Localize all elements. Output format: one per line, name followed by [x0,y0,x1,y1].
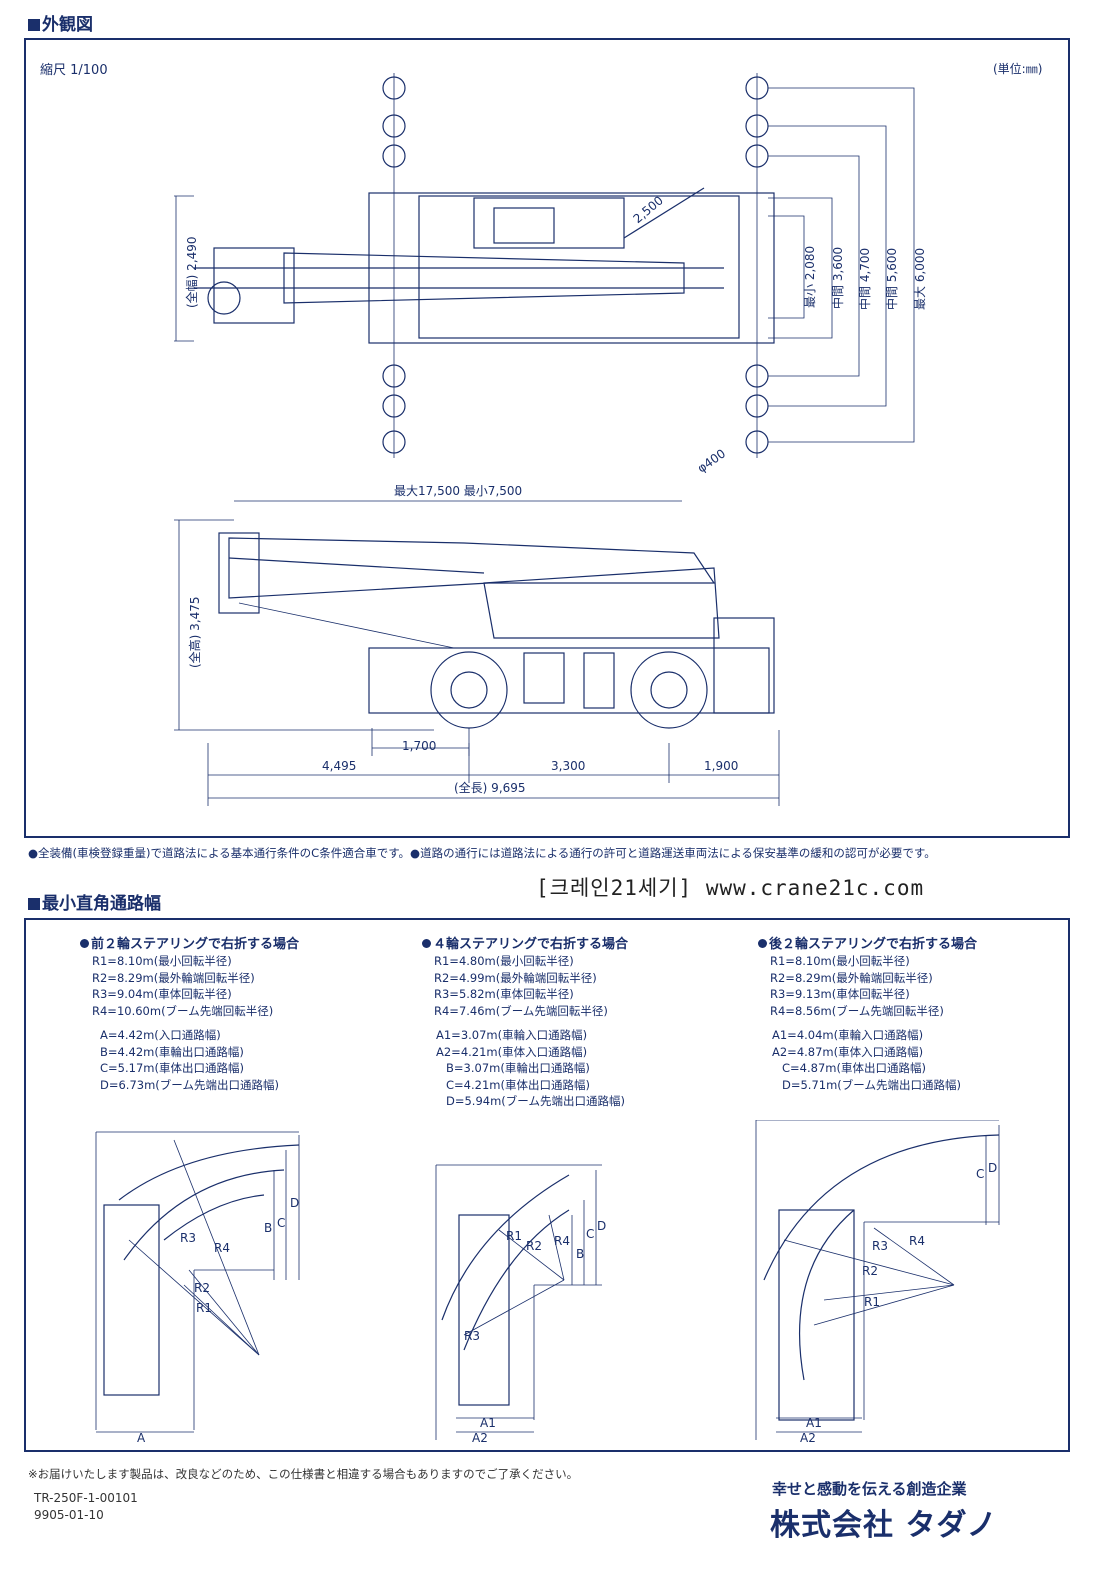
svg-text:R4: R4 [214,1241,230,1255]
dim-3300-label: 3,300 [551,759,585,773]
svg-text:B: B [264,1221,272,1235]
col3-widths: A1=4.04m(車輪入口通路幅) A2=4.87m(車体入口通路幅) C=4.… [772,1028,961,1092]
svg-text:D: D [597,1219,606,1233]
track-label-3: 中間 4,700 [857,248,872,310]
outrigger-pads-right [745,73,915,458]
scale-label: 縮尺 1/100 [40,63,108,78]
svg-text:B: B [576,1247,584,1261]
svg-text:C: C [586,1227,594,1241]
svg-text:R3: R3 [180,1231,196,1245]
date-code: 9905-01-10 [34,1508,104,1522]
unit-label: (単位:㎜) [993,62,1043,76]
diagram-rear-steer: C D R3 R4 R2 R1 A1 A2 [755,1120,1000,1445]
svg-text:R3: R3 [464,1329,480,1343]
svg-text:A2: A2 [800,1431,816,1445]
svg-text:R2: R2 [194,1281,210,1295]
doc-number: TR-250F-1-00101 [34,1491,138,1505]
svg-text:R4: R4 [554,1234,570,1248]
regulation-note: ●全装備(車検登録重量)で道路法による基本通行条件のC条件適合車です。●道路の通… [28,846,936,860]
svg-text:R4: R4 [909,1234,925,1248]
svg-text:D: D [290,1196,299,1210]
svg-text:R2: R2 [526,1239,542,1253]
disclaimer-text: ※お届けいたします製品は、改良などのため、この仕様書と相違する場合もありますので… [28,1467,579,1481]
outrigger-pads-left [382,73,406,458]
watermark-text: [크레인21세기] www.crane21c.com [536,876,925,900]
diagram-four-wheel-steer: R1 R2 R4 B C D R3 A1 A2 [435,1164,606,1445]
col2-radii: R1=4.80m(最小回転半径) R2=4.99m(最外輪端回転半径) R3=5… [434,954,608,1018]
turning-diagrams: R3 R4 R2 R1 B C D A R1 R2 R4 B C D R3 A1… [95,1120,1000,1445]
svg-text:D: D [988,1161,997,1175]
svg-text:A: A [137,1431,146,1445]
svg-text:A1: A1 [806,1416,822,1430]
dim-1700-label: 1,700 [402,739,436,753]
svg-text:C: C [976,1167,984,1181]
diag-dim-label: 2,500 [631,193,666,226]
turning-section-title: 最小直角通路幅 [28,889,161,914]
height-dim-label: (全高) 3,475 [187,596,202,668]
col3-heading: 後２輪ステアリングで右折する場合 [758,933,977,952]
col2-widths: A1=3.07m(車輪入口通路幅) A2=4.21m(車体入口通路幅) B=3.… [436,1028,625,1108]
dim-4495-label: 4,495 [322,759,356,773]
boom-length-label: 最大17,500 最小7,500 [394,484,522,498]
svg-text:R1: R1 [506,1229,522,1243]
pad-dim-label: φ400 [695,446,728,475]
track-label-4: 中間 5,600 [884,248,899,310]
top-view-drawing: (全幅) 2,490 2,500 最小 2,080 中間 3,600 中間 4,… [174,73,927,806]
col1-heading: 前２輪ステアリングで右折する場合 [80,933,299,952]
svg-text:A2: A2 [472,1431,488,1445]
company-slogan: 幸せと感動を伝える創造企業 [772,1480,967,1498]
svg-text:R1: R1 [196,1301,212,1315]
dim-1900-label: 1,900 [704,759,738,773]
appearance-section-title: 外観図 [28,10,93,35]
side-view-crane [174,500,775,731]
track-label-1: 最小 2,080 [803,246,817,308]
turning-frame [24,918,1070,1452]
svg-text:R2: R2 [862,1264,878,1278]
svg-text:R1: R1 [864,1295,880,1309]
col2-heading: ４輪ステアリングで右折する場合 [422,933,628,952]
chassis-top [174,187,775,344]
appearance-drawing-frame [24,38,1070,838]
col1-widths: A=4.42m(入口通路幅) B=4.42m(車輪出口通路幅) C=5.17m(… [100,1028,279,1092]
col3-radii: R1=8.10m(最小回転半径) R2=8.29m(最外輪端回転半径) R3=9… [770,954,944,1018]
diagram-front-steer: R3 R4 R2 R1 B C D A [95,1131,300,1445]
company-name: 株式会社 タダノ [770,1508,998,1543]
overall-length-label: (全長) 9,695 [454,780,526,795]
width-dim-label: (全幅) 2,490 [184,236,199,308]
track-label-2: 中間 3,600 [830,247,845,309]
svg-text:C: C [277,1216,285,1230]
col1-radii: R1=8.10m(最小回転半径) R2=8.29m(最外輪端回転半径) R3=9… [92,954,274,1018]
svg-text:R3: R3 [872,1239,888,1253]
track-label-5: 最大 6,000 [913,248,927,310]
svg-text:A1: A1 [480,1416,496,1430]
